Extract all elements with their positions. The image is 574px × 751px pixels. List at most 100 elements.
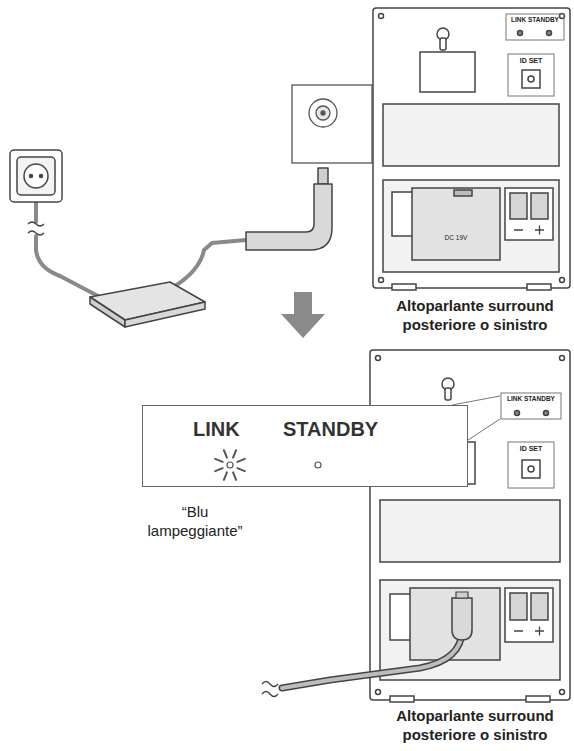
speaker-caption: Altoparlante surround posteriore o sinis… xyxy=(370,297,574,335)
speaker-bottom xyxy=(510,593,527,620)
led-name: LINK xyxy=(193,418,240,441)
speaker-bottom xyxy=(501,393,561,419)
speaker-caption: Altoparlante surround posteriore o sinis… xyxy=(370,707,574,745)
speaker-bottom xyxy=(522,460,540,478)
speaker-bottom xyxy=(526,696,550,702)
speaker-bottom xyxy=(560,356,565,361)
inserted-plug xyxy=(262,682,278,687)
speaker-bottom xyxy=(370,350,570,702)
jack-callout xyxy=(321,111,325,115)
speaker-top xyxy=(383,104,559,166)
blink-ray xyxy=(233,472,236,479)
speaker-bottom xyxy=(560,690,565,695)
led-dot xyxy=(315,462,321,468)
speaker-top xyxy=(506,14,564,40)
speaker-bottom xyxy=(528,466,534,472)
speaker-top xyxy=(528,76,534,82)
leader-line xyxy=(468,419,500,440)
power-cable xyxy=(175,240,246,286)
leader-line xyxy=(452,396,500,405)
inserted-plug xyxy=(452,598,472,640)
speaker-bottom xyxy=(544,411,549,416)
led-callout: LINK STANDBY xyxy=(142,405,468,487)
jack-callout xyxy=(309,99,337,127)
speaker-bottom xyxy=(376,356,381,361)
speaker-top xyxy=(514,226,544,235)
speaker-top xyxy=(379,14,384,19)
power-cable xyxy=(36,250,98,296)
jack-callout xyxy=(316,106,330,120)
down-arrow xyxy=(281,292,325,338)
speaker-bottom xyxy=(515,411,520,416)
button-label: ID SET xyxy=(508,445,554,453)
speaker-bottom xyxy=(531,593,548,620)
inserted-plug xyxy=(282,630,462,688)
speaker-bottom xyxy=(390,696,414,702)
power-cable xyxy=(34,236,38,250)
jack-label: DC 19V xyxy=(425,234,487,241)
wall-outlet xyxy=(10,150,62,202)
speaker-bottom xyxy=(508,442,554,488)
blink-ray xyxy=(223,450,226,457)
speaker-bottom xyxy=(380,500,560,562)
jack-callout xyxy=(292,85,372,163)
cable-break xyxy=(28,222,44,226)
led-dot xyxy=(227,462,233,468)
inserted-plug xyxy=(456,592,468,598)
blink-ray xyxy=(237,468,244,471)
wall-outlet xyxy=(10,150,62,202)
speaker-top xyxy=(373,8,570,288)
blink-ray xyxy=(215,468,222,471)
inserted-plug xyxy=(282,630,462,688)
speaker-top xyxy=(373,8,570,290)
speaker-bottom xyxy=(445,388,451,400)
status-note: “Blu lampeggiante” xyxy=(140,503,250,541)
panel-label: LINK STANDBY xyxy=(506,16,564,23)
speaker-top xyxy=(522,70,540,88)
down-arrow xyxy=(281,314,325,338)
inserted-plug xyxy=(262,592,472,697)
button-label: ID SET xyxy=(508,57,554,65)
power-adapter xyxy=(125,302,205,327)
blink-ray xyxy=(233,450,236,457)
speaker-top xyxy=(505,188,553,240)
speaker-top xyxy=(412,188,500,260)
speaker-top xyxy=(518,31,523,36)
speaker-bottom xyxy=(376,690,381,695)
down-arrow xyxy=(294,292,312,316)
panel-label: LINK STANDBY xyxy=(501,395,561,402)
cable-break xyxy=(28,231,44,235)
speaker-top xyxy=(379,278,384,283)
speaker-top xyxy=(383,180,559,272)
wall-outlet xyxy=(30,175,33,178)
power-adapter xyxy=(90,297,125,327)
speaker-bottom xyxy=(505,588,553,642)
dc-plug xyxy=(246,184,332,250)
speaker-top xyxy=(508,54,554,96)
speaker-top xyxy=(510,193,527,219)
speaker-top xyxy=(454,190,472,196)
speaker-bottom xyxy=(370,350,570,700)
blink-ray xyxy=(215,458,222,461)
speaker-bottom xyxy=(380,580,560,680)
wall-outlet xyxy=(17,157,55,195)
speaker-top xyxy=(547,31,552,36)
wall-outlet xyxy=(40,175,43,178)
speaker-top xyxy=(560,278,565,283)
wall-outlet xyxy=(24,164,48,188)
power-cable xyxy=(36,202,246,296)
cable-break xyxy=(28,222,44,235)
inserted-plug xyxy=(262,692,278,697)
speaker-top xyxy=(420,52,475,92)
power-cable xyxy=(34,202,38,222)
dc-plug xyxy=(246,168,332,250)
speaker-top xyxy=(392,284,416,290)
power-adapter xyxy=(90,282,205,327)
led-name: STANDBY xyxy=(283,418,378,441)
blink-ray xyxy=(237,458,244,461)
speaker-top xyxy=(527,284,551,290)
speaker-bottom xyxy=(514,627,544,636)
led-indicators xyxy=(142,405,468,487)
blink-ray xyxy=(223,472,226,479)
